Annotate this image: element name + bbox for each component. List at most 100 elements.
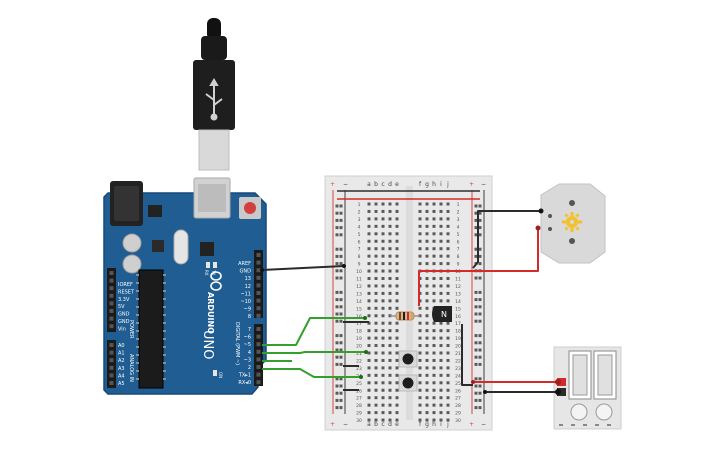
breadboard-hole[interactable] bbox=[446, 277, 450, 280]
breadboard-hole[interactable] bbox=[439, 291, 443, 295]
breadboard-hole[interactable] bbox=[425, 247, 429, 251]
breadboard-hole[interactable] bbox=[367, 329, 371, 333]
breadboard-hole[interactable] bbox=[446, 254, 450, 258]
rail-hole[interactable] bbox=[339, 269, 343, 273]
breadboard-hole[interactable] bbox=[367, 239, 371, 243]
rail-hole[interactable] bbox=[339, 226, 343, 230]
breadboard-hole[interactable] bbox=[432, 418, 436, 422]
rail-hole[interactable] bbox=[335, 384, 339, 388]
pushbutton-1[interactable] bbox=[398, 350, 418, 368]
breadboard-hole[interactable] bbox=[425, 239, 429, 243]
breadboard-hole[interactable] bbox=[418, 329, 422, 333]
rail-hole[interactable] bbox=[474, 348, 478, 352]
breadboard-hole[interactable] bbox=[432, 209, 436, 213]
rail-hole[interactable] bbox=[474, 319, 478, 323]
breadboard-hole[interactable] bbox=[439, 418, 443, 422]
breadboard-hole[interactable] bbox=[432, 224, 436, 228]
breadboard-hole[interactable] bbox=[439, 232, 443, 236]
rail-hole[interactable] bbox=[339, 312, 343, 316]
rail-hole[interactable] bbox=[474, 204, 478, 208]
rail-hole[interactable] bbox=[335, 247, 339, 251]
rail-hole[interactable] bbox=[335, 312, 339, 316]
rail-hole[interactable] bbox=[339, 398, 343, 402]
breadboard-hole[interactable] bbox=[395, 277, 399, 280]
breadboard-hole[interactable] bbox=[439, 299, 443, 303]
breadboard-hole[interactable] bbox=[439, 388, 443, 392]
breadboard-hole[interactable] bbox=[418, 232, 422, 236]
digital-header-pin[interactable] bbox=[256, 306, 261, 311]
breadboard-hole[interactable] bbox=[381, 254, 385, 258]
breadboard-hole[interactable] bbox=[432, 262, 436, 266]
breadboard-hole[interactable] bbox=[418, 418, 422, 422]
rail-hole[interactable] bbox=[335, 355, 339, 359]
dc-motor[interactable] bbox=[540, 183, 606, 264]
breadboard-hole[interactable] bbox=[432, 411, 436, 415]
breadboard-hole[interactable] bbox=[432, 239, 436, 243]
breadboard-hole[interactable] bbox=[446, 247, 450, 251]
breadboard-hole[interactable] bbox=[395, 247, 399, 251]
breadboard-hole[interactable] bbox=[395, 388, 399, 392]
rail-hole[interactable] bbox=[335, 204, 339, 208]
breadboard-hole[interactable] bbox=[425, 321, 429, 325]
breadboard-hole[interactable] bbox=[418, 254, 422, 258]
breadboard-hole[interactable] bbox=[367, 321, 371, 325]
breadboard-hole[interactable] bbox=[374, 299, 378, 303]
digital-header-pin[interactable] bbox=[256, 380, 261, 385]
breadboard-hole[interactable] bbox=[446, 411, 450, 415]
breadboard-hole[interactable] bbox=[374, 277, 378, 280]
rail-hole[interactable] bbox=[478, 355, 482, 359]
breadboard-hole[interactable] bbox=[418, 358, 422, 362]
rail-hole[interactable] bbox=[335, 319, 339, 323]
breadboard-hole[interactable] bbox=[388, 388, 392, 392]
breadboard-hole[interactable] bbox=[439, 254, 443, 258]
digital-header-pin[interactable] bbox=[256, 283, 261, 288]
breadboard-hole[interactable] bbox=[367, 381, 371, 385]
breadboard-hole[interactable] bbox=[374, 366, 378, 370]
breadboard-hole[interactable] bbox=[388, 411, 392, 415]
rail-hole[interactable] bbox=[474, 406, 478, 410]
rail-hole[interactable] bbox=[474, 276, 478, 280]
analog-header-pin[interactable] bbox=[109, 358, 114, 363]
breadboard-hole[interactable] bbox=[446, 209, 450, 213]
breadboard-hole[interactable] bbox=[388, 396, 392, 400]
rail-hole[interactable] bbox=[478, 391, 482, 395]
breadboard-hole[interactable] bbox=[395, 239, 399, 243]
breadboard-hole[interactable] bbox=[446, 284, 450, 288]
power-header-pin[interactable] bbox=[109, 278, 114, 283]
rail-hole[interactable] bbox=[335, 398, 339, 402]
breadboard-hole[interactable] bbox=[381, 366, 385, 370]
breadboard-hole[interactable] bbox=[395, 299, 399, 303]
digital-header-pin[interactable] bbox=[256, 342, 261, 347]
breadboard-hole[interactable] bbox=[388, 373, 392, 377]
breadboard-hole[interactable] bbox=[367, 396, 371, 400]
breadboard-hole[interactable] bbox=[432, 202, 436, 206]
breadboard-hole[interactable] bbox=[418, 239, 422, 243]
breadboard-hole[interactable] bbox=[381, 232, 385, 236]
breadboard-hole[interactable] bbox=[425, 344, 429, 348]
rail-hole[interactable] bbox=[478, 341, 482, 345]
breadboard-hole[interactable] bbox=[439, 239, 443, 243]
breadboard-hole[interactable] bbox=[432, 321, 436, 325]
breadboard-hole[interactable] bbox=[446, 381, 450, 385]
rail-hole[interactable] bbox=[339, 391, 343, 395]
breadboard-hole[interactable] bbox=[388, 299, 392, 303]
rail-hole[interactable] bbox=[474, 377, 478, 381]
breadboard-hole[interactable] bbox=[367, 403, 371, 407]
breadboard-hole[interactable] bbox=[425, 373, 429, 377]
breadboard-hole[interactable] bbox=[418, 403, 422, 407]
analog-header-pin[interactable] bbox=[109, 365, 114, 370]
breadboard-hole[interactable] bbox=[388, 269, 392, 273]
rail-hole[interactable] bbox=[478, 276, 482, 280]
breadboard-hole[interactable] bbox=[367, 373, 371, 377]
rail-hole[interactable] bbox=[474, 305, 478, 309]
rail-hole[interactable] bbox=[339, 254, 343, 258]
rail-hole[interactable] bbox=[339, 384, 343, 388]
breadboard-hole[interactable] bbox=[388, 418, 392, 422]
rail-hole[interactable] bbox=[478, 348, 482, 352]
breadboard-hole[interactable] bbox=[418, 336, 422, 340]
breadboard-hole[interactable] bbox=[367, 277, 371, 280]
power-header-pin[interactable] bbox=[109, 316, 114, 321]
rail-hole[interactable] bbox=[335, 348, 339, 352]
breadboard-hole[interactable] bbox=[388, 306, 392, 310]
breadboard-hole[interactable] bbox=[381, 239, 385, 243]
